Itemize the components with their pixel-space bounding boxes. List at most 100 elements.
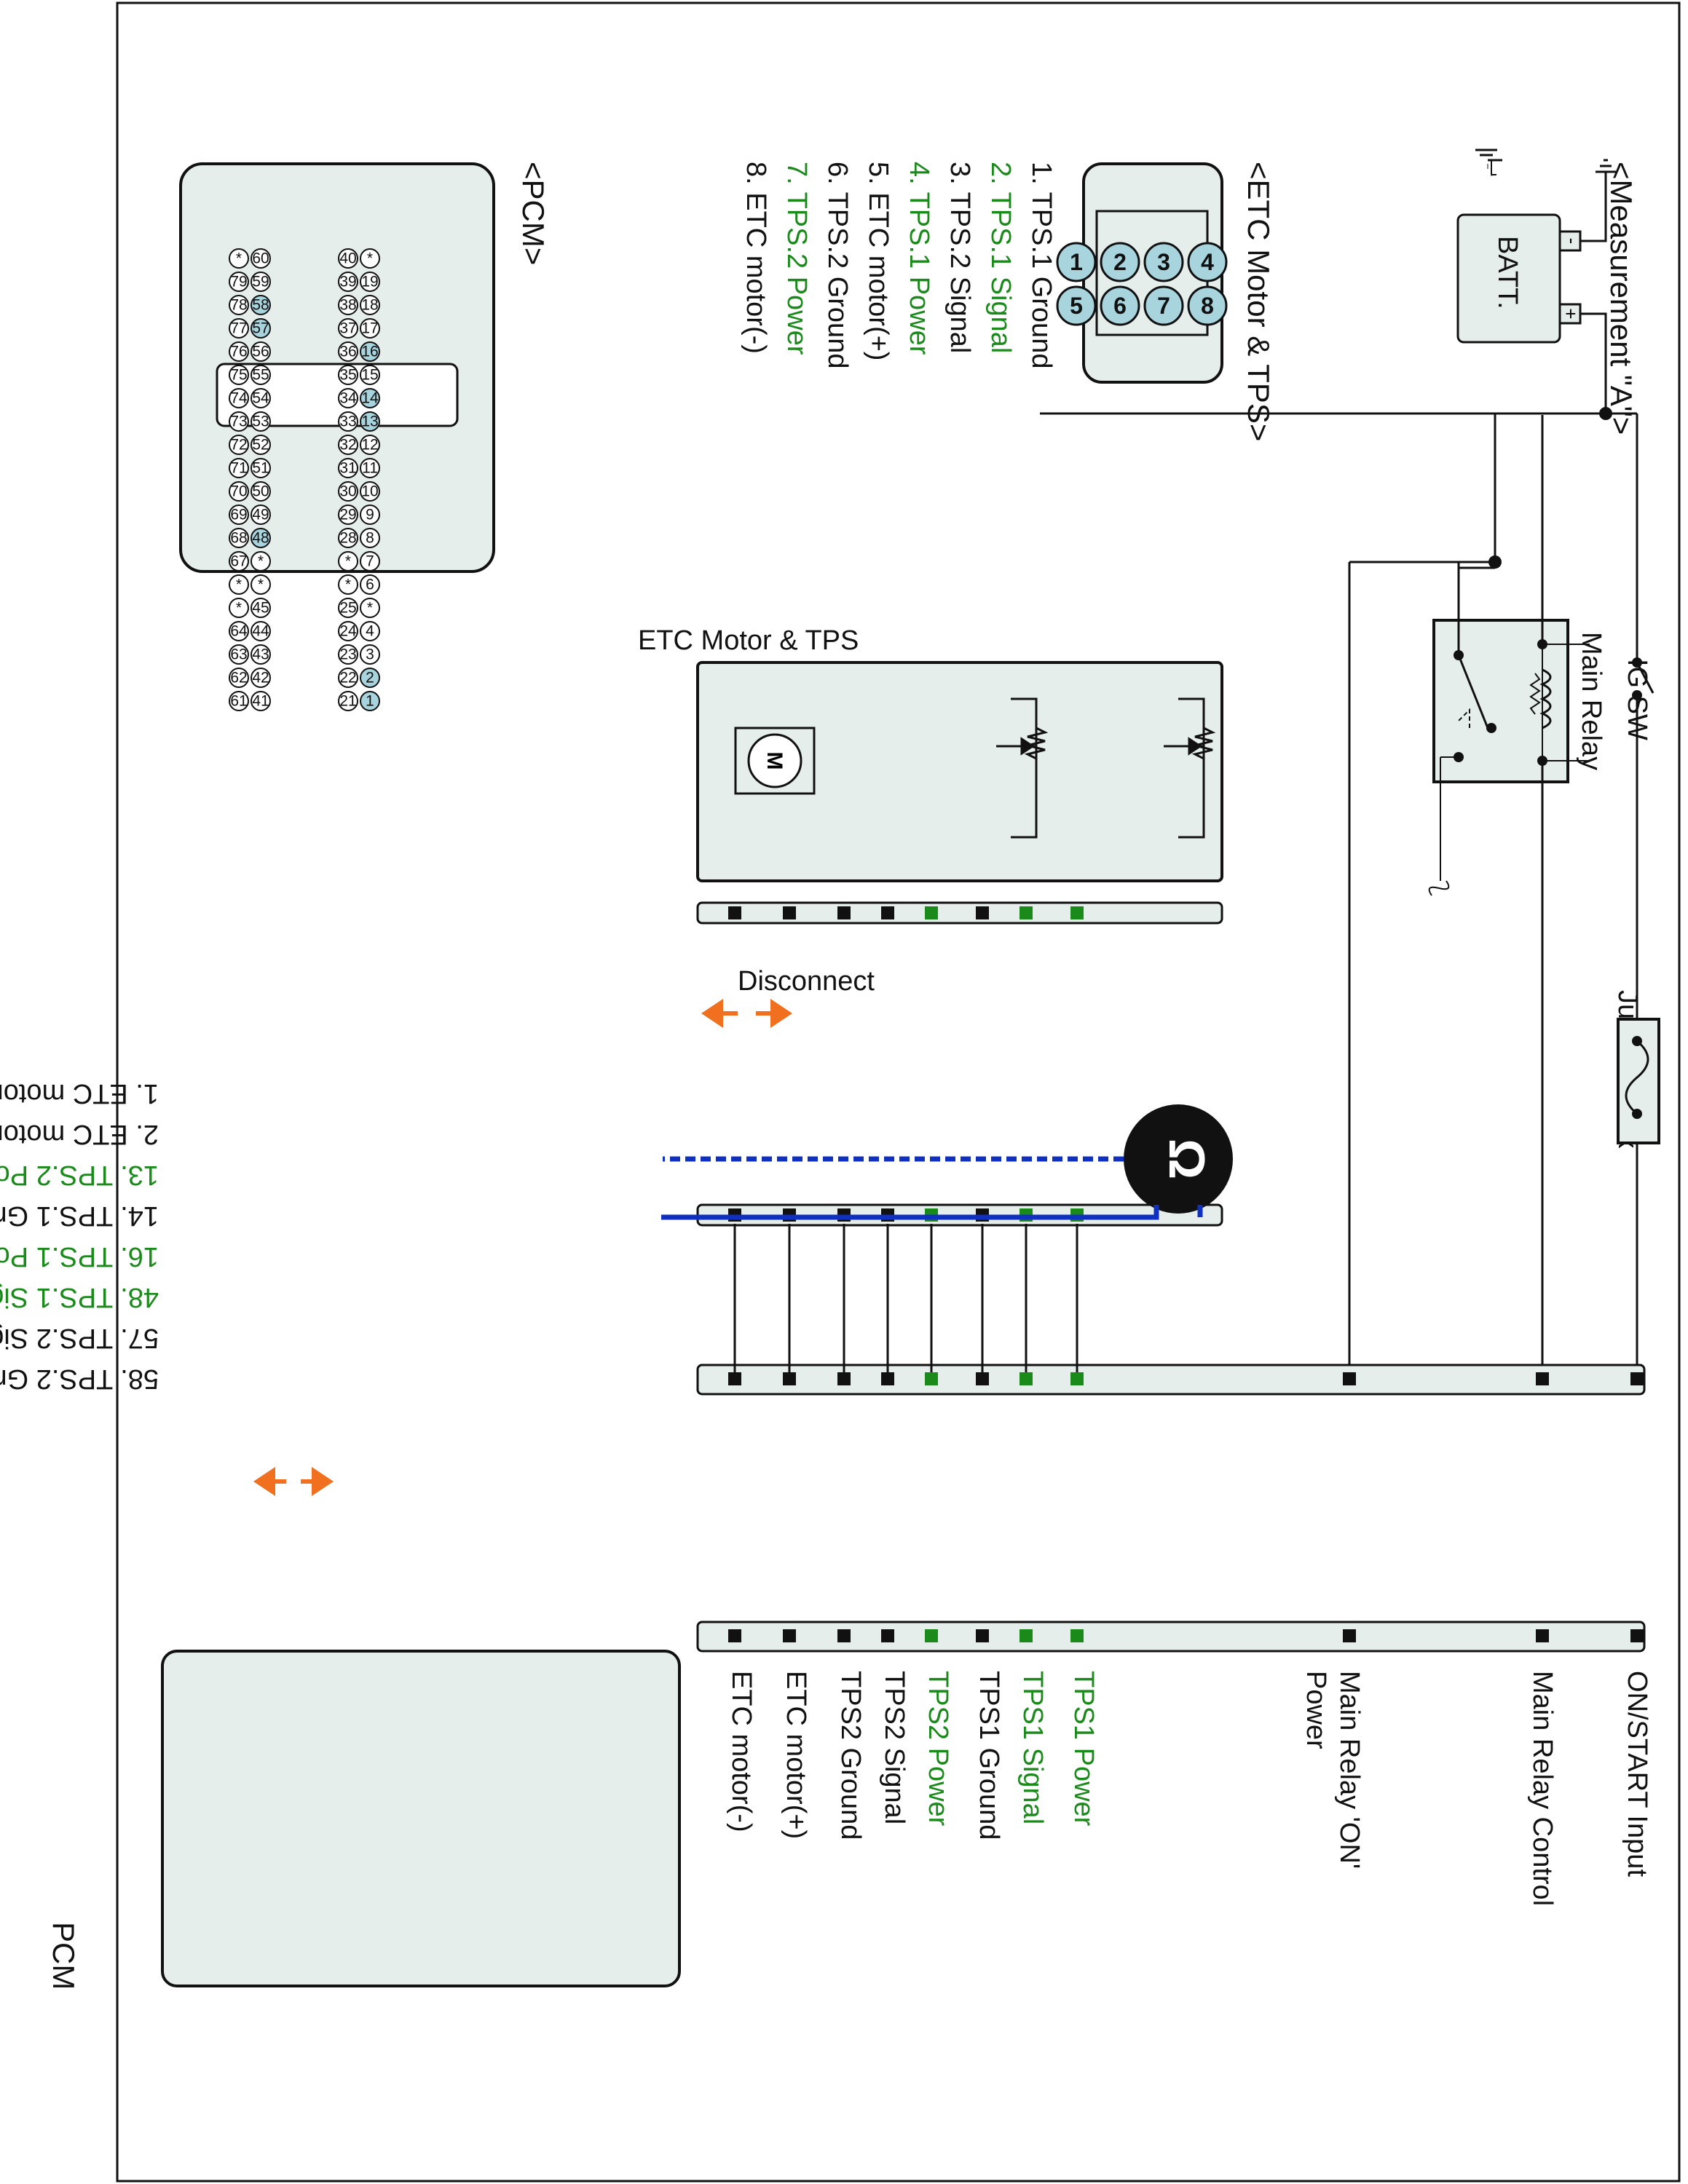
pcm-pin-number: 75 bbox=[230, 367, 247, 384]
pcm-pin bbox=[251, 248, 271, 269]
pcm-terminal-label: TPS1 Ground bbox=[974, 1671, 1004, 1840]
etc-connector-title: <ETC Motor & TPS> bbox=[1242, 162, 1276, 441]
probe-lead-red bbox=[661, 1205, 1159, 1220]
relay-wires bbox=[1348, 415, 1544, 1378]
pcm-pin-number: 41 bbox=[252, 693, 269, 710]
pcm-pin-number: 59 bbox=[252, 274, 269, 290]
pcm-pin-number: 43 bbox=[252, 646, 269, 663]
pcm-pin-number: 1 bbox=[366, 693, 374, 710]
pcm-pin-number: 10 bbox=[361, 483, 378, 500]
pcm-pin-number: 60 bbox=[252, 250, 269, 267]
battery-plus-sign: + bbox=[1560, 308, 1582, 319]
pcm-pin-number: * bbox=[367, 250, 373, 267]
pcm-pin bbox=[338, 505, 358, 525]
pcm-pin-number: * bbox=[236, 577, 242, 593]
pcm-pin-number: 72 bbox=[230, 437, 247, 454]
pcm-pin bbox=[251, 574, 271, 595]
pcm-header-terminal bbox=[925, 1629, 938, 1642]
pcm-pin bbox=[338, 551, 358, 571]
etc-cavity bbox=[1187, 242, 1228, 282]
pcm-pin-number: 9 bbox=[366, 507, 374, 523]
relay-coil-icon bbox=[1529, 668, 1552, 729]
pcm-pin bbox=[251, 505, 271, 525]
pcm-header-terminal bbox=[881, 1629, 894, 1642]
pcm-pin-number: 38 bbox=[339, 297, 356, 314]
etc-cavity bbox=[1143, 242, 1184, 282]
pcm-legend-item: 13. TPS.2 Power bbox=[0, 1160, 159, 1190]
pcm-pin bbox=[251, 388, 271, 408]
pcm-pin bbox=[338, 481, 358, 502]
pcm-legend-item: 14. TPS.1 Ground bbox=[0, 1200, 159, 1231]
pcm-pin-number: 22 bbox=[339, 670, 356, 687]
etc-terminal bbox=[1019, 906, 1033, 919]
pcm-pin bbox=[229, 598, 249, 618]
pcm-pin bbox=[251, 551, 271, 571]
etc-cavity-number: 8 bbox=[1201, 293, 1214, 319]
etc-cavity bbox=[1056, 285, 1097, 326]
pcm-pin-number: 61 bbox=[230, 693, 247, 710]
pcm-pin-number: 40 bbox=[339, 250, 356, 267]
pcm-header-terminal bbox=[1536, 1629, 1549, 1642]
etc-legend-item: 2. TPS.1 Signal bbox=[985, 162, 1016, 353]
pcm-pin bbox=[360, 365, 380, 385]
pcm-harness-terminal bbox=[976, 1372, 989, 1385]
ig-switch-icon bbox=[1632, 657, 1655, 700]
pcm-header-terminal bbox=[1343, 1629, 1356, 1642]
pcm-terminal-label: ETC motor(-) bbox=[726, 1671, 757, 1832]
etc-legend-item: 5. ETC motor(+) bbox=[863, 162, 894, 360]
pcm-terminal-label: TPS2 Power bbox=[923, 1671, 953, 1827]
etc-block-body: M bbox=[696, 661, 1223, 882]
pcm-pin bbox=[251, 668, 271, 688]
pcm-pin-number: 50 bbox=[252, 483, 269, 500]
pcm-legend-item: 16. TPS.1 Power bbox=[0, 1241, 159, 1272]
pcm-pin-number: 15 bbox=[361, 367, 378, 384]
etc-legend-item: 1. TPS.1 Ground bbox=[1026, 162, 1057, 368]
pcm-pin bbox=[229, 574, 249, 595]
pcm-pin-number: 70 bbox=[230, 483, 247, 500]
pcm-pin bbox=[360, 458, 380, 478]
relay-switch-icon bbox=[1428, 650, 1496, 896]
wiring bbox=[1349, 412, 1637, 569]
potentiometer-1-icon bbox=[1164, 697, 1216, 839]
junction-box: Junction Box bbox=[1612, 990, 1660, 1149]
pcm-pin-number: 37 bbox=[339, 320, 356, 337]
pcm-pin-number: 73 bbox=[230, 414, 247, 430]
pcm-pin bbox=[229, 668, 249, 688]
pcm-pin-number: 48 bbox=[252, 530, 269, 547]
pcm-pin bbox=[251, 691, 271, 711]
pcm-pin bbox=[360, 668, 380, 688]
pcm-pin bbox=[251, 481, 271, 502]
pcm-terminal-label: Main Relay 'ON' bbox=[1334, 1671, 1365, 1869]
pcm-pin-number: 14 bbox=[361, 390, 379, 407]
pcm-pin bbox=[229, 295, 249, 315]
terminal-strips bbox=[696, 901, 1646, 1653]
diagram-title: <Measurement "A"> bbox=[1604, 162, 1638, 435]
pcm-harness-terminal bbox=[1630, 1372, 1644, 1385]
pcm-pin bbox=[251, 365, 271, 385]
etc-cavity bbox=[1056, 242, 1097, 282]
pcm-pin bbox=[229, 318, 249, 339]
etc-cavity-number: 1 bbox=[1070, 249, 1083, 275]
pcm-pin bbox=[338, 388, 358, 408]
pcm-pin bbox=[360, 411, 380, 432]
etc-legend-item: 6. TPS.2 Ground bbox=[822, 162, 853, 368]
pcm-connector-title: <PCM> bbox=[516, 162, 551, 265]
pcm-pin bbox=[229, 272, 249, 292]
pcm-pin-number: 55 bbox=[252, 367, 269, 384]
pcm-pin bbox=[338, 272, 358, 292]
pcm-pin-number: 56 bbox=[252, 344, 269, 360]
pcm-harness-terminal bbox=[881, 1372, 894, 1385]
pcm-pin bbox=[251, 458, 271, 478]
pcm-header-terminal bbox=[1070, 1629, 1084, 1642]
pcm-pin-number: 79 bbox=[230, 274, 247, 290]
etc-disconnect-line1: Disconnect bbox=[738, 966, 875, 997]
motor-symbol: M bbox=[762, 752, 786, 770]
pcm-terminal-label: TPS1 Power bbox=[1068, 1671, 1099, 1827]
pcm-pin bbox=[251, 341, 271, 362]
battery-label: BATT. bbox=[1492, 236, 1523, 309]
